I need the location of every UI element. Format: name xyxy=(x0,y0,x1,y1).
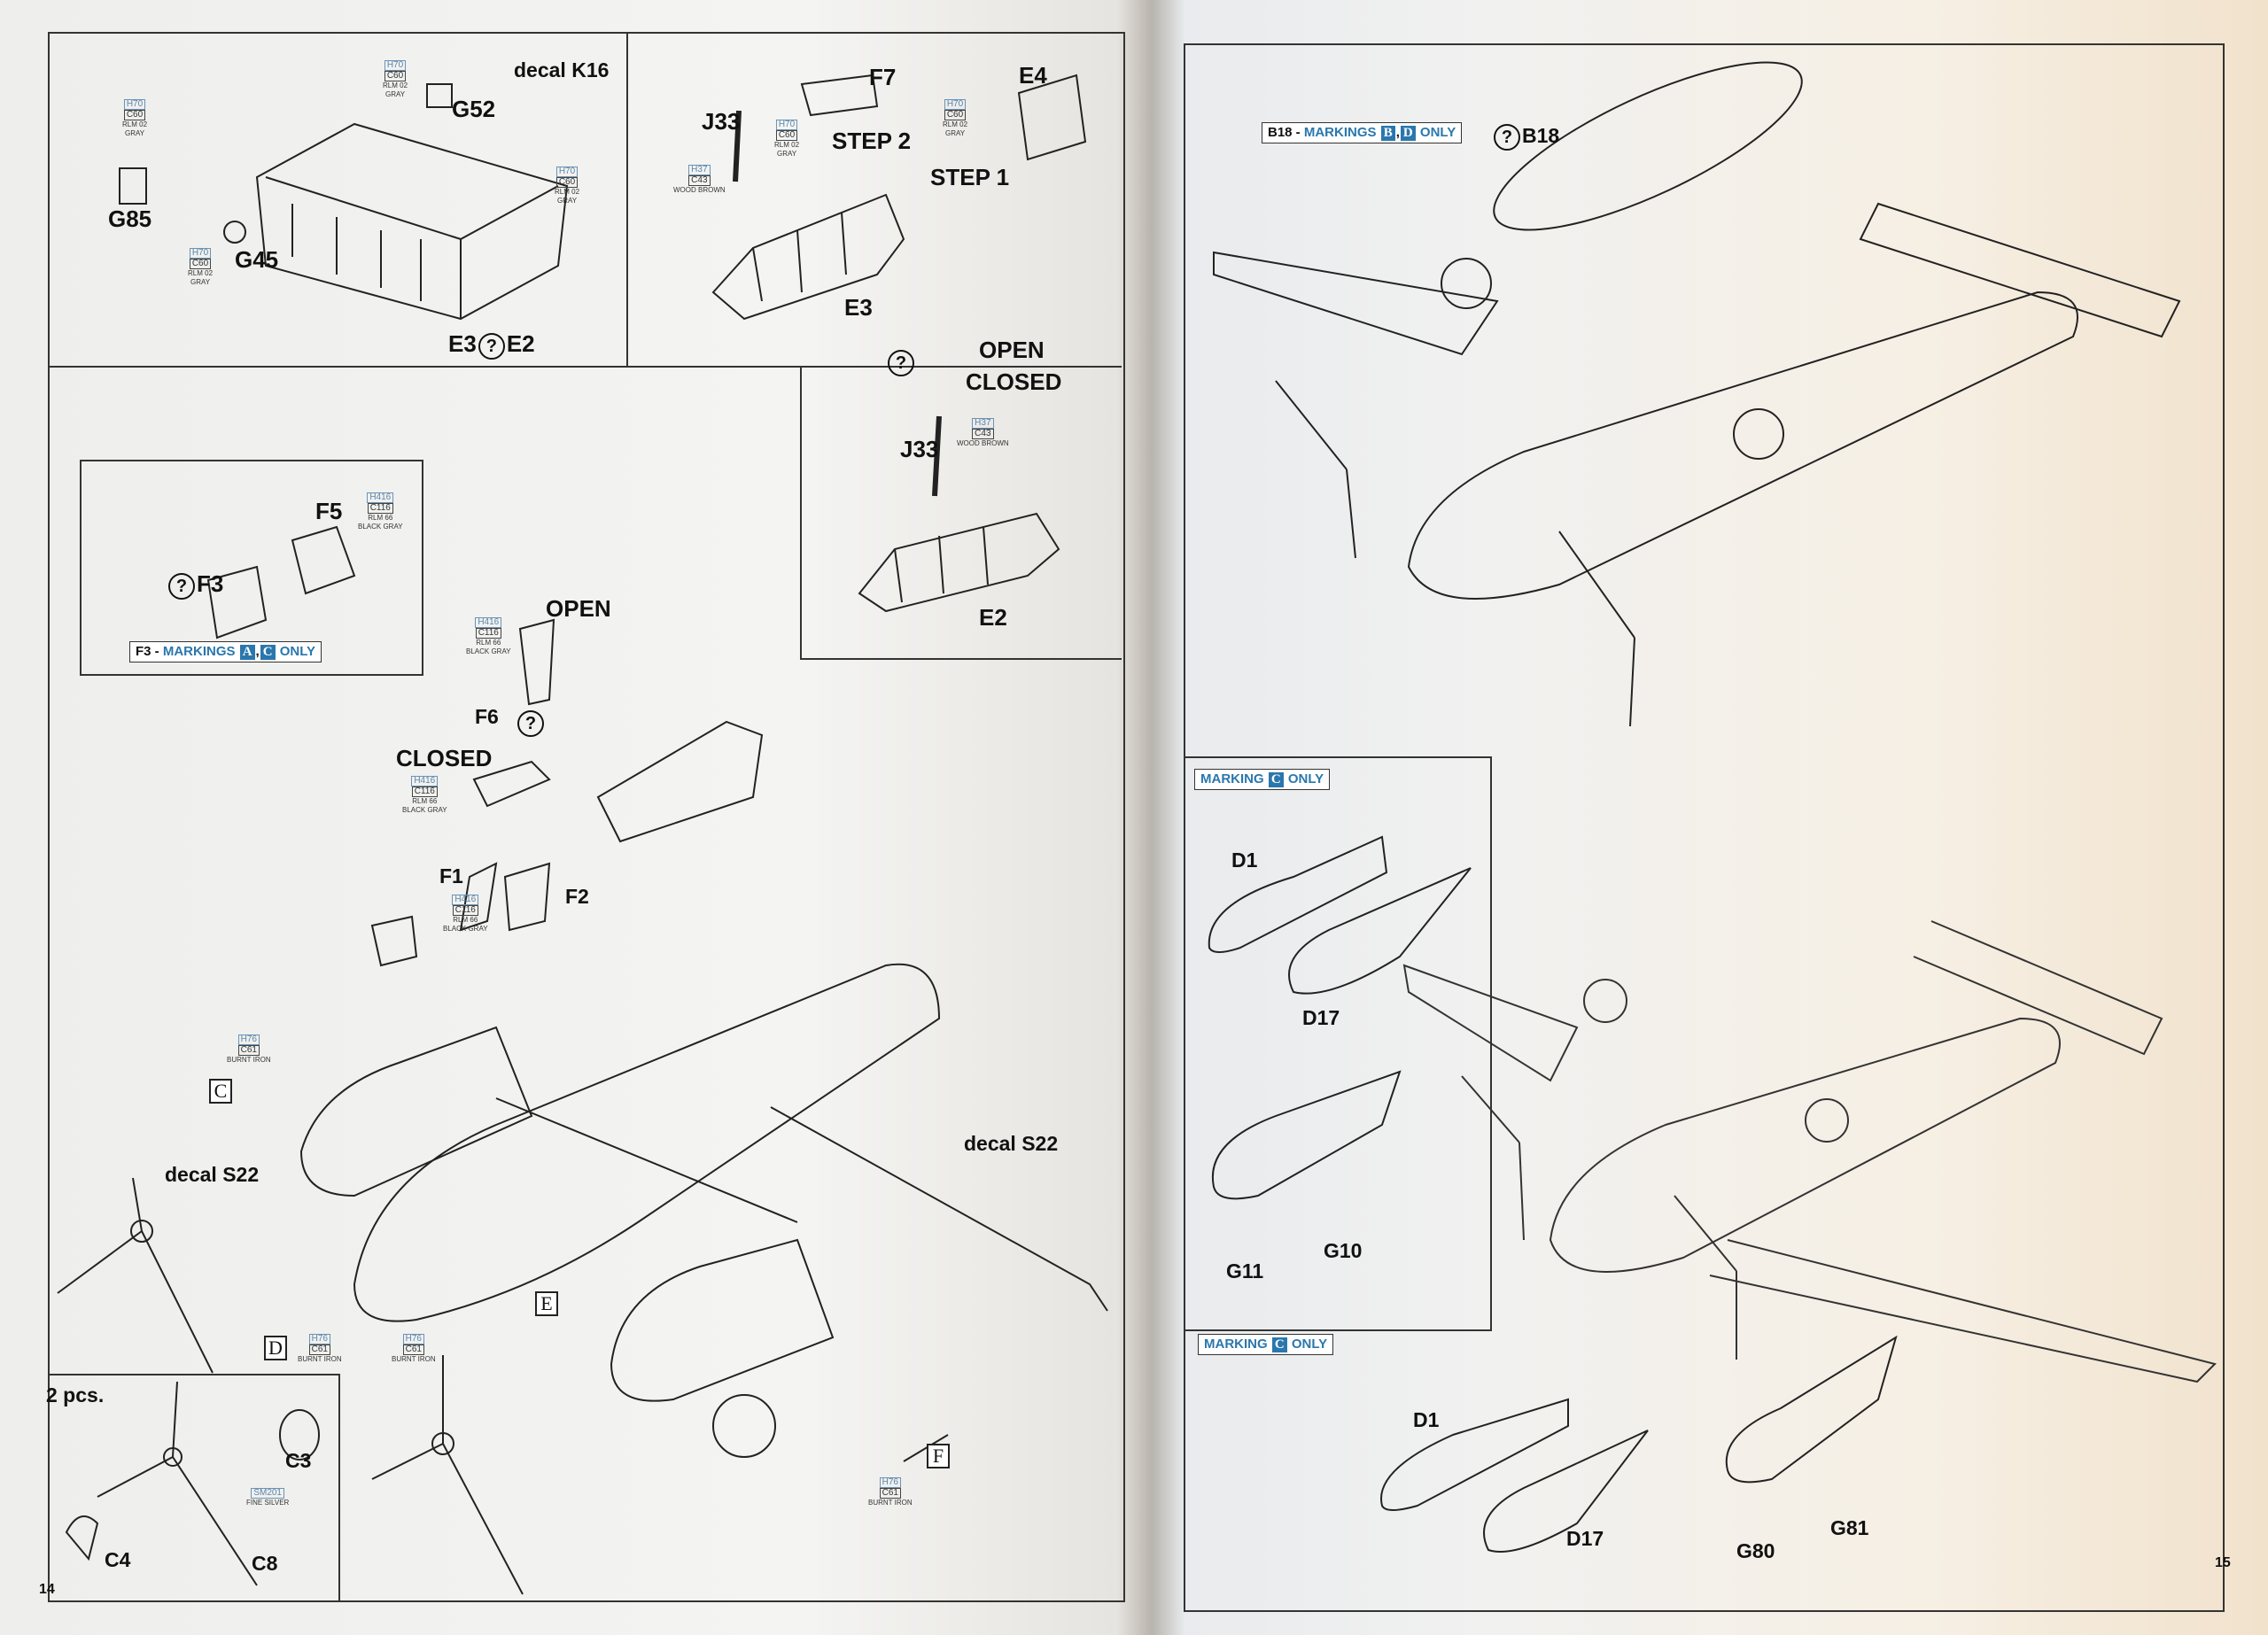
part-g81-label: G81 xyxy=(1830,1516,1869,1539)
part-g10-label: G10 xyxy=(1324,1239,1363,1262)
top-section-divider xyxy=(48,366,1122,368)
closed-label: CLOSED xyxy=(966,368,1062,395)
propeller-drawing xyxy=(65,1381,320,1586)
canopy-e3-drawing xyxy=(711,74,1087,321)
exhaust-d-marker: D xyxy=(264,1336,287,1360)
aircraft-top-drawing xyxy=(1213,61,2181,727)
f3-inset-box xyxy=(80,460,423,676)
right-page-frame xyxy=(1184,43,2225,1612)
part-j33-label: J33 xyxy=(702,108,741,135)
part-f1-label: F1 xyxy=(439,864,463,887)
page-number-15: 15 xyxy=(2215,1555,2231,1570)
part-c4-label: C4 xyxy=(105,1548,131,1571)
aircraft-assembly-drawing xyxy=(57,963,1108,1595)
canopy-open-label: OPEN xyxy=(546,595,611,622)
part-c3-label: C3 xyxy=(285,1449,312,1472)
step-1-label: STEP 1 xyxy=(930,164,1010,190)
canopy-closed-label: CLOSED xyxy=(396,745,493,771)
part-f7-label: F7 xyxy=(869,64,897,90)
canopy-parts-drawing xyxy=(206,525,764,967)
canopy-option-icon: ? xyxy=(516,710,546,737)
option-f3-label: ?F3 xyxy=(167,570,223,600)
part-g80-label: G80 xyxy=(1736,1539,1775,1562)
decal-k16-label: decal K16 xyxy=(514,58,610,81)
decal-s22-right-label: decal S22 xyxy=(964,1132,1059,1155)
part-d17-label-2: D17 xyxy=(1566,1527,1604,1550)
part-e4-label: E4 xyxy=(1019,62,1047,89)
page-number-14: 14 xyxy=(39,1582,55,1597)
aircraft-bottom-drawing xyxy=(1402,920,2217,1383)
part-e3: E3 xyxy=(448,330,477,357)
part-d1-label: D1 xyxy=(1231,848,1258,872)
open-closed-option-icon: ? xyxy=(886,350,916,376)
part-g11-label: G11 xyxy=(1226,1259,1264,1282)
part-e3-label: E3 xyxy=(844,294,873,321)
part-d17-label: D17 xyxy=(1302,1006,1340,1029)
left-page-frame xyxy=(48,32,1125,1602)
f3-markings-note: F3 - MARKINGS A,C ONLY xyxy=(129,641,322,663)
exhaust-c-marker: C xyxy=(209,1079,232,1104)
drop-tank-drawings xyxy=(1208,835,1898,1553)
part-g45-label: G45 xyxy=(235,246,279,273)
closed-j33-label: J33 xyxy=(900,436,939,462)
open-label: OPEN xyxy=(979,337,1045,363)
question-option-icon: ? xyxy=(1494,124,1520,151)
part-f5-label: F5 xyxy=(315,498,343,524)
top-vertical-divider xyxy=(626,32,628,366)
exhaust-f-marker: F xyxy=(927,1444,950,1468)
option-b18-label: ?B18 xyxy=(1492,124,1559,151)
question-option-icon: ? xyxy=(168,573,195,600)
propeller-box xyxy=(48,1374,340,1602)
canopy-e2-drawing xyxy=(858,415,1060,613)
part-f6-label: F6 xyxy=(475,705,499,728)
left-page xyxy=(0,0,1152,1635)
part-c8-label: C8 xyxy=(252,1552,278,1575)
cockpit-tub-drawing xyxy=(119,83,569,321)
two-pieces-label: 2 pcs. xyxy=(46,1383,105,1406)
b18-markings-note: B18 - MARKINGS B,D ONLY xyxy=(1262,122,1463,143)
part-f2-label: F2 xyxy=(565,885,589,908)
part-g85-label: G85 xyxy=(108,205,152,232)
part-g52-label: G52 xyxy=(452,96,496,122)
decal-s22-left-label: decal S22 xyxy=(165,1163,260,1186)
closed-e2-label: E2 xyxy=(979,604,1007,631)
part-d1-label-2: D1 xyxy=(1413,1408,1440,1431)
part-e2: E2 xyxy=(506,330,535,357)
marking-c-note-1: MARKING C ONLY xyxy=(1194,769,1331,790)
right-page xyxy=(1152,0,2268,1635)
e3-option-e2-label: E3?E2 xyxy=(448,330,535,360)
closed-option-box xyxy=(800,366,1122,660)
marking-c-note-2: MARKING C ONLY xyxy=(1198,1334,1334,1355)
question-option-icon: ? xyxy=(478,333,505,360)
step-2-label: STEP 2 xyxy=(832,128,912,154)
exhaust-e-marker: E xyxy=(535,1291,558,1316)
